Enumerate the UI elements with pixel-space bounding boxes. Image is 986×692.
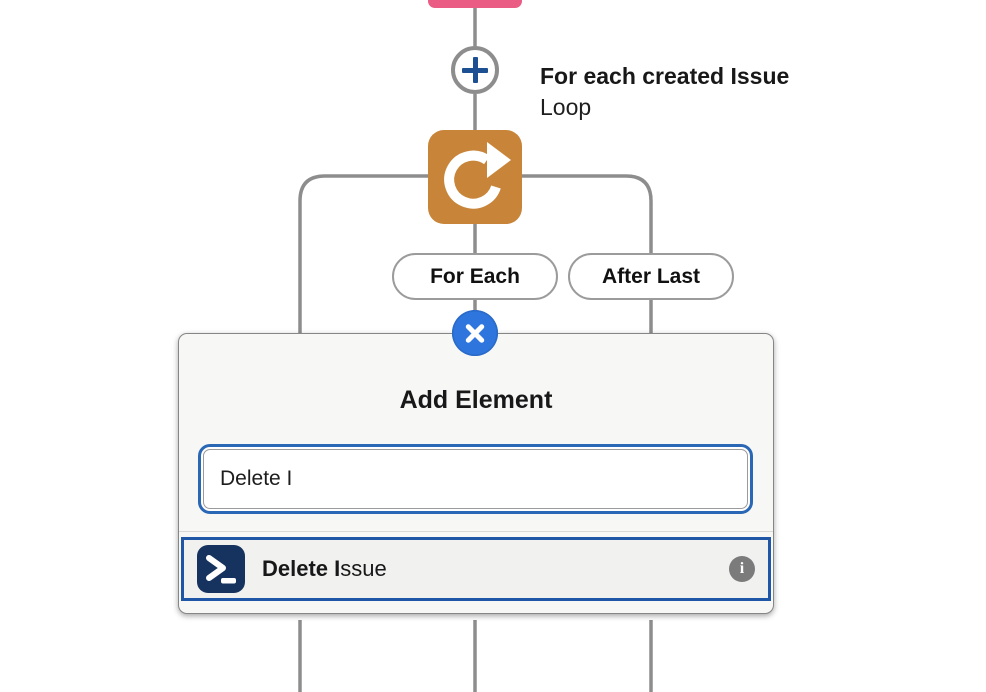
search-result-delete-issue[interactable]: Delete Issue i — [181, 537, 771, 601]
close-popup-button[interactable] — [452, 310, 498, 356]
result-rest-text: ssue — [340, 556, 387, 581]
after-last-text: After Last — [601, 264, 701, 288]
info-icon[interactable]: i — [729, 556, 755, 582]
result-match-text: Delete I — [262, 556, 341, 581]
branch-label-for-each: For Each — [392, 253, 558, 300]
loop-node-label: For each created Issue Loop — [540, 61, 789, 123]
loop-node-title: For each created Issue — [540, 63, 790, 89]
loop-node[interactable] — [428, 130, 522, 224]
loop-icon — [444, 142, 511, 209]
result-label: Delete Issue — [262, 556, 387, 582]
branch-label-after-last: After Last — [568, 253, 734, 300]
for-each-text: For Each — [430, 264, 520, 288]
element-search-wrapper — [198, 444, 753, 514]
terminal-icon — [197, 545, 245, 593]
popup-title: Add Element — [399, 386, 553, 414]
loop-node-type: Loop — [540, 94, 592, 120]
element-search-input[interactable] — [203, 449, 748, 509]
plus-icon — [472, 57, 478, 83]
popup-divider — [179, 531, 773, 532]
previous-node-stub[interactable] — [428, 0, 522, 8]
add-element-button[interactable] — [451, 46, 499, 94]
add-element-popup: Add Element Delete Issue i — [178, 333, 774, 614]
